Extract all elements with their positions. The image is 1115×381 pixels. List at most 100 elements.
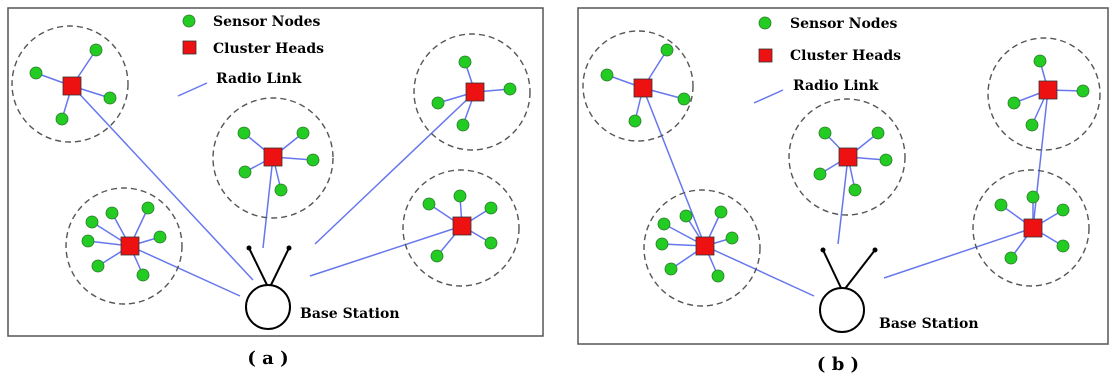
legend-cluster-head-icon (182, 40, 197, 55)
cluster-boundary (788, 98, 906, 216)
cluster-boundary (987, 37, 1101, 151)
sensor-node (660, 43, 674, 57)
cluster (402, 169, 520, 287)
sensor-node (237, 126, 251, 140)
cluster (987, 37, 1101, 151)
cluster-boundary (212, 97, 334, 219)
sensor-node (430, 249, 444, 263)
antenna (843, 249, 876, 291)
cluster-head (1038, 80, 1058, 100)
radio-link (71, 85, 254, 281)
sensor-node (484, 236, 498, 250)
radio-link (309, 225, 463, 277)
cluster-head (695, 236, 715, 256)
sensor-node (1056, 203, 1070, 217)
radio-link (883, 227, 1034, 279)
antenna (269, 247, 290, 288)
legend-sensor-node-icon (758, 16, 772, 30)
cluster-head (263, 147, 283, 167)
legend-cluster-head-icon (758, 48, 773, 63)
long-links-a (71, 85, 476, 297)
panel-a-border (7, 7, 544, 337)
cluster-head (452, 216, 472, 236)
base-station-icon (245, 284, 291, 330)
cluster-boundary (65, 187, 183, 305)
sensor-node (89, 43, 103, 57)
panel-a: Sensor Nodes Cluster Heads Radio Link (7, 7, 544, 369)
cluster-boundary (972, 169, 1090, 287)
base-station-label: Base Station (300, 306, 400, 322)
sensor-node (306, 153, 320, 167)
legend-a: Sensor Nodes Cluster Heads Radio Link (177, 14, 324, 97)
sensor-node (422, 197, 436, 211)
base-station-label: Base Station (879, 316, 979, 332)
sensor-node (1004, 251, 1018, 265)
cluster (212, 97, 334, 219)
radio-link (129, 245, 241, 297)
sensor-node (1026, 190, 1040, 204)
sensor-node (85, 215, 99, 229)
sensor-node (456, 118, 470, 132)
cluster-head (838, 147, 858, 167)
cluster (413, 33, 531, 151)
cluster (788, 98, 906, 216)
sensor-node (105, 206, 119, 220)
cluster-boundary (643, 189, 761, 307)
legend-radio-link-icon (177, 82, 208, 97)
cluster-head (62, 76, 82, 96)
radio-link (1032, 89, 1049, 229)
cluster-boundary (582, 30, 694, 142)
sensor-node (136, 268, 150, 282)
sensor-node (628, 114, 642, 128)
base-station-icon (819, 287, 865, 333)
legend-sensor-node-icon (182, 14, 196, 28)
legend-cluster-heads-label: Cluster Heads (790, 48, 901, 64)
cluster-head (1023, 218, 1043, 238)
radio-link (262, 156, 274, 249)
panel-b-caption: ( b ) (817, 354, 859, 375)
sensor-node (871, 126, 885, 140)
sensor-node (879, 153, 893, 167)
cluster (643, 189, 761, 307)
sensor-node (725, 231, 739, 245)
legend-radio-link-label: Radio Link (216, 71, 302, 87)
sensor-node (994, 198, 1008, 212)
sensor-node (1033, 54, 1047, 68)
sensor-node (296, 126, 310, 140)
sensor-node (431, 96, 445, 110)
cluster (65, 187, 183, 305)
panel-b: Sensor Nodes Cluster Heads Radio Link (577, 7, 1109, 375)
cluster-boundary (11, 25, 129, 143)
cluster-boundary (413, 33, 531, 151)
cluster (972, 169, 1090, 287)
radio-link (642, 87, 706, 247)
sensor-node (103, 91, 117, 105)
legend-radio-link-label: Radio Link (793, 78, 879, 94)
base-station-b: Base Station (819, 247, 979, 333)
sensor-node (677, 92, 691, 106)
radio-link (314, 91, 476, 245)
radio-link (837, 156, 849, 245)
sensor-node (813, 167, 827, 181)
legend-cluster-heads-label: Cluster Heads (213, 41, 324, 57)
sensor-node (679, 209, 693, 223)
sensor-node (714, 205, 728, 219)
sensor-node (848, 183, 862, 197)
sensor-node (1007, 96, 1021, 110)
cluster (582, 30, 694, 142)
panel-b-border (577, 7, 1109, 345)
sensor-node (458, 55, 472, 69)
legend-sensor-nodes-label: Sensor Nodes (790, 16, 897, 32)
sensor-node (1025, 118, 1039, 132)
base-station-a: Base Station (245, 245, 400, 330)
long-links-b (642, 87, 1049, 297)
antenna (248, 247, 269, 288)
panel-a-caption: ( a ) (247, 348, 288, 369)
sensor-node (600, 68, 614, 82)
sensor-node (153, 230, 167, 244)
legend-sensor-nodes-label: Sensor Nodes (213, 14, 320, 30)
radio-link (704, 245, 815, 297)
sensor-node (238, 165, 252, 179)
